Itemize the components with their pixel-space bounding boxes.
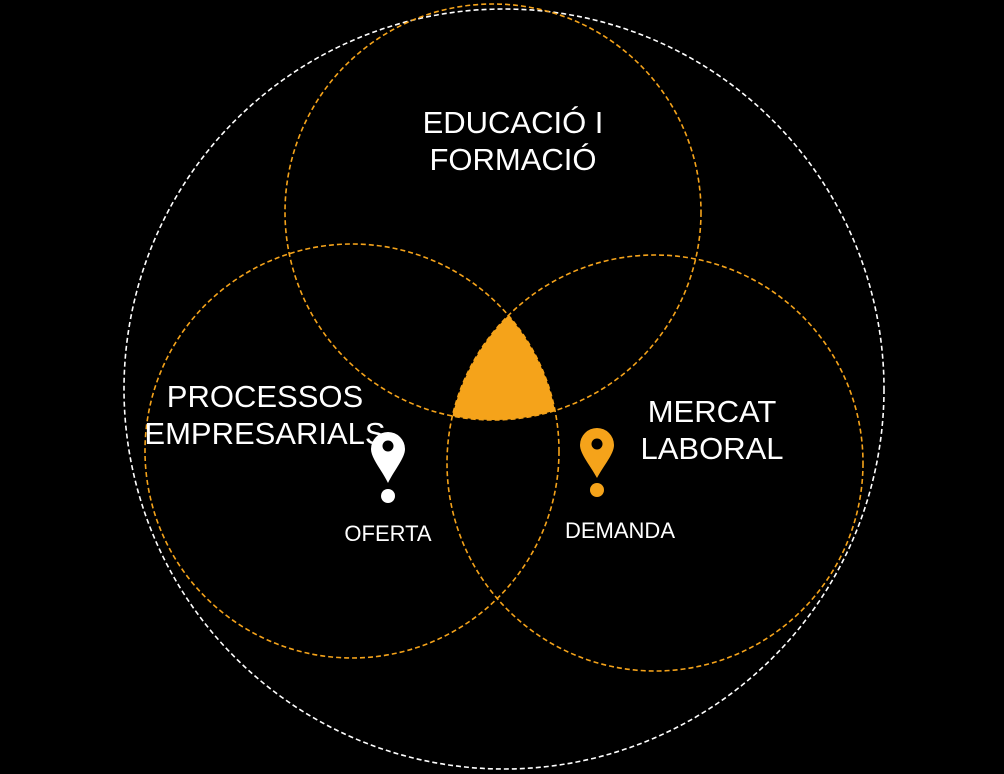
circle-business-processes bbox=[144, 243, 560, 659]
circle-education bbox=[284, 3, 702, 421]
label-business-processes: PROCESSOS EMPRESARIALS bbox=[144, 379, 386, 452]
label-supply: OFERTA bbox=[344, 521, 432, 546]
label-education: EDUCACIÓ I FORMACIÓ bbox=[422, 105, 604, 178]
location-pin-icon bbox=[371, 432, 405, 503]
circle-labor-market bbox=[446, 254, 864, 672]
label-demand: DEMANDA bbox=[564, 518, 675, 543]
location-pin-icon bbox=[580, 428, 614, 497]
label-labor-market: MERCAT LABORAL bbox=[640, 394, 784, 467]
outer-circle bbox=[123, 8, 885, 770]
